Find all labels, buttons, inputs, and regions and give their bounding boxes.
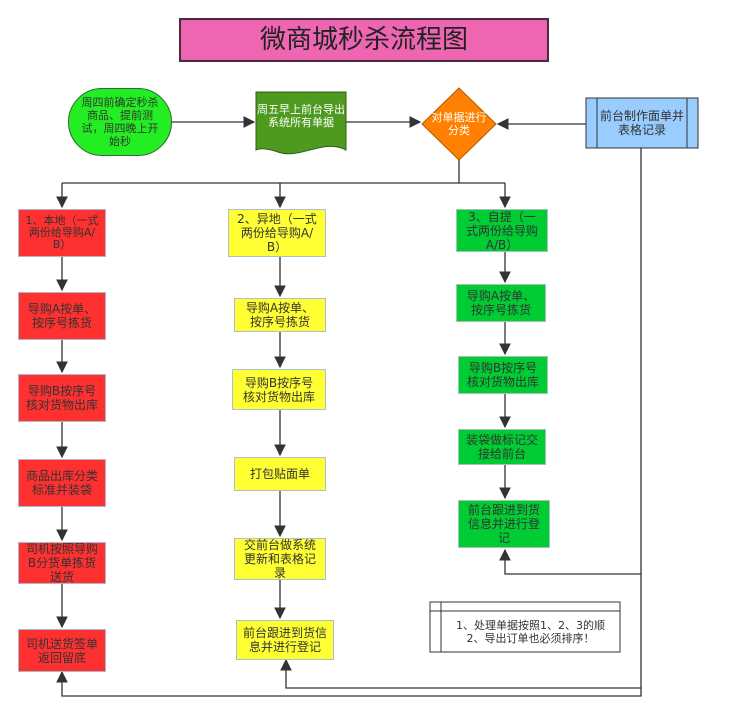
col2-step-1: 导购A按单、按序号拣货 xyxy=(234,298,326,332)
col1-step-5: 司机送货签单返回留底 xyxy=(18,629,106,672)
col2-step-5: 前台跟进到货信息并进行登记 xyxy=(236,620,334,660)
col3-step-2: 导购B按序号核对货物出库 xyxy=(458,356,548,394)
col3-header: 3、自提（一式两份给导购A/B） xyxy=(456,209,548,252)
doc-shape xyxy=(255,91,347,155)
col2-header: 2、异地（一式两份给导购A/B） xyxy=(228,209,326,257)
col1-step-2: 导购B按序号核对货物出库 xyxy=(18,374,106,422)
col3-step-1: 导购A按单、按序号拣货 xyxy=(456,284,546,322)
col2-step-3: 打包贴面单 xyxy=(234,457,326,491)
side-process-label: 前台制作面单并表格记录 xyxy=(599,109,684,137)
col1-header: 1、本地（一式两份给导购A/B） xyxy=(18,209,106,257)
connectors xyxy=(56,116,642,697)
col2-step-2: 导购B按序号核对货物出库 xyxy=(232,369,326,410)
start-label: 周四前确定秒杀商品、提前测试，周四晚上开始秒 xyxy=(81,96,159,148)
note-line-2: 2、导出订单也必须排序！ xyxy=(466,631,595,645)
col3-step-4: 前台跟进到货信息并进行登记 xyxy=(458,500,550,548)
note-line-1: 1、处理单据按照1、2、3的顺 xyxy=(456,618,605,632)
note-box: 1、处理单据按照1、2、3的顺 2、导出订单也必须排序！ xyxy=(442,612,619,651)
col1-step-3: 商品出库分类标准并装袋 xyxy=(18,459,106,507)
side-process-shape xyxy=(585,97,699,149)
doc-label: 周五早上前台导出系统所有单据 xyxy=(257,103,345,129)
decision-label: 对单据进行分类 xyxy=(431,111,487,137)
col3-step-3: 装袋做标记交接给前台 xyxy=(458,429,546,465)
note-frame xyxy=(429,601,621,653)
col1-step-4: 司机按照导购B分货单拣货送货 xyxy=(18,542,106,584)
col1-step-1: 导购A按单、按序号拣货 xyxy=(18,292,106,340)
page-title: 微商城秒杀流程图 xyxy=(179,18,549,62)
start-terminator: 周四前确定秒杀商品、提前测试，周四晚上开始秒 xyxy=(68,88,172,156)
col2-step-4: 交前台做系统更新和表格记录 xyxy=(234,538,326,580)
